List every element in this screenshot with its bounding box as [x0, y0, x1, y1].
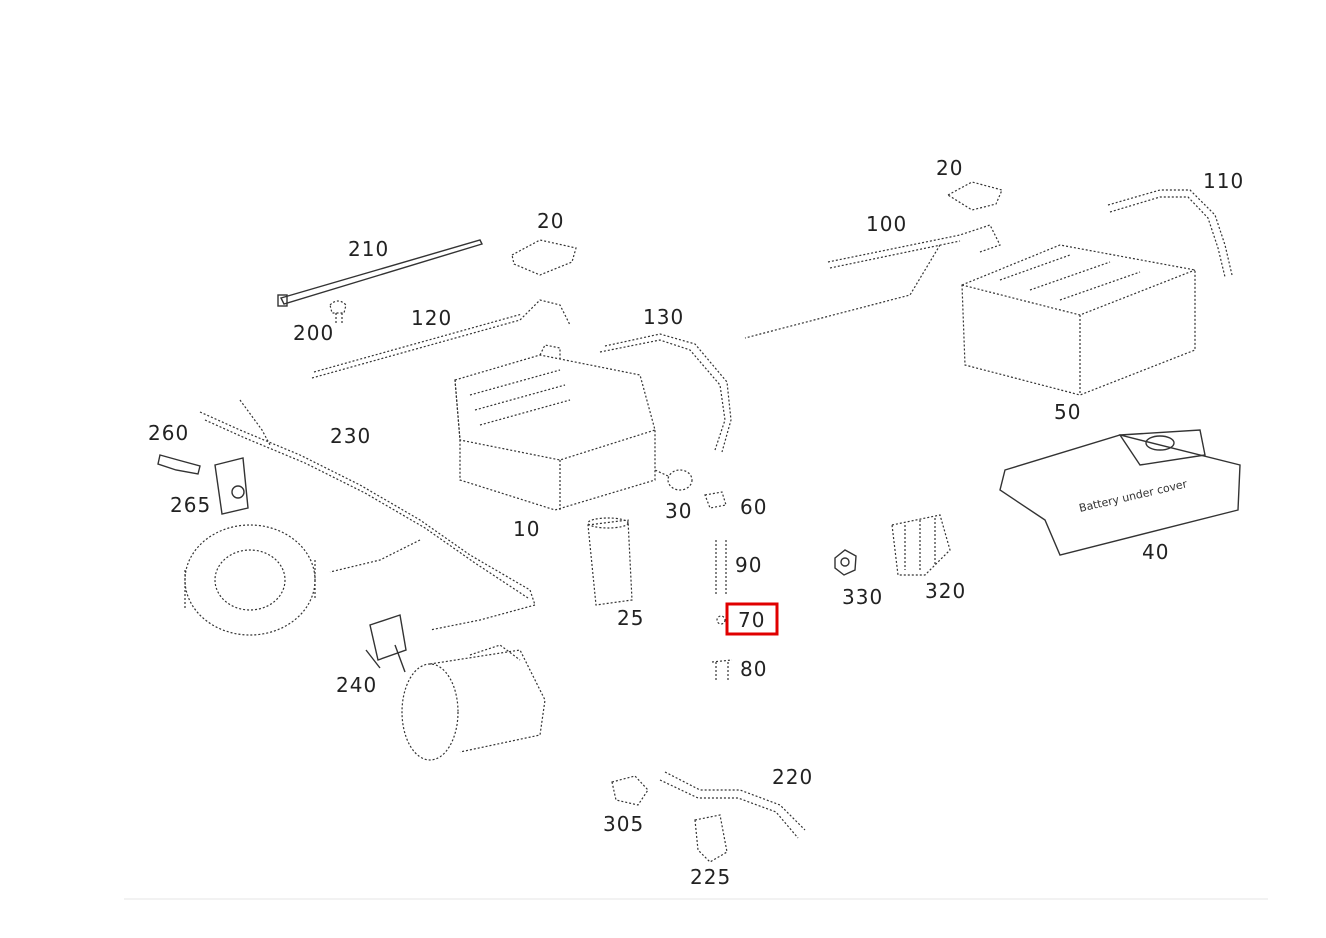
- callout-10[interactable]: 10: [513, 517, 540, 541]
- part-200-clip[interactable]: [329, 300, 347, 325]
- callout-305[interactable]: 305: [603, 812, 644, 836]
- callout-20-left[interactable]: 20: [537, 209, 564, 233]
- part-240-clip[interactable]: [365, 614, 407, 673]
- part-110-cable[interactable]: [1107, 189, 1233, 278]
- callout-230[interactable]: 230: [330, 424, 371, 448]
- callout-25[interactable]: 25: [617, 606, 644, 630]
- callout-220[interactable]: 220: [772, 765, 813, 789]
- callout-265[interactable]: 265: [170, 493, 211, 517]
- callout-120[interactable]: 120: [411, 306, 452, 330]
- part-100-cable[interactable]: [744, 224, 1001, 339]
- part-20-pad-left[interactable]: [511, 239, 577, 276]
- part-330-nut[interactable]: [834, 549, 857, 576]
- highlight-box-70: [725, 602, 779, 636]
- callout-210[interactable]: 210: [348, 237, 389, 261]
- part-10-control-unit[interactable]: [454, 344, 656, 511]
- callout-60[interactable]: 60: [740, 495, 767, 519]
- callout-130[interactable]: 130: [643, 305, 684, 329]
- part-130-cable[interactable]: [599, 333, 732, 453]
- part-20-pad-right[interactable]: [946, 181, 1003, 211]
- part-25-sleeve[interactable]: [587, 517, 633, 606]
- callout-200[interactable]: 200: [293, 321, 334, 345]
- part-80-bolt[interactable]: [711, 659, 733, 682]
- callout-20-right[interactable]: 20: [936, 156, 963, 180]
- part-230-harness[interactable]: [199, 399, 536, 631]
- callout-80[interactable]: 80: [740, 657, 767, 681]
- part-40-battery-cover[interactable]: Battery under cover: [999, 429, 1241, 556]
- alternator-outline: [184, 524, 316, 636]
- callout-100[interactable]: 100: [866, 212, 907, 236]
- part-90-sleeve[interactable]: [715, 540, 727, 595]
- part-320-bracket[interactable]: [891, 514, 951, 576]
- part-30-grommet[interactable]: [654, 469, 693, 491]
- callout-320[interactable]: 320: [925, 579, 966, 603]
- callout-40[interactable]: 40: [1142, 540, 1169, 564]
- cover-text: Battery under cover: [1078, 477, 1189, 515]
- callout-70[interactable]: 70: [738, 608, 765, 632]
- part-265-clip[interactable]: [214, 457, 249, 515]
- part-210-cable-tie[interactable]: [277, 239, 483, 307]
- callout-90[interactable]: 90: [735, 553, 762, 577]
- starter-motor-outline: [401, 644, 546, 761]
- part-260-bolt[interactable]: [157, 454, 201, 475]
- part-225-holder[interactable]: [694, 814, 728, 863]
- part-70-washer[interactable]: [716, 615, 726, 625]
- part-120-cable[interactable]: [311, 299, 571, 379]
- callout-240[interactable]: 240: [336, 673, 377, 697]
- part-220-cable[interactable]: [659, 771, 806, 839]
- callout-225[interactable]: 225: [690, 865, 731, 889]
- callout-330[interactable]: 330: [842, 585, 883, 609]
- part-50-battery[interactable]: [961, 244, 1196, 396]
- callout-30[interactable]: 30: [665, 499, 692, 523]
- part-305-connector[interactable]: [611, 775, 649, 806]
- callout-110[interactable]: 110: [1203, 169, 1244, 193]
- callout-260[interactable]: 260: [148, 421, 189, 445]
- part-60-nut[interactable]: [704, 491, 727, 509]
- callout-50[interactable]: 50: [1054, 400, 1081, 424]
